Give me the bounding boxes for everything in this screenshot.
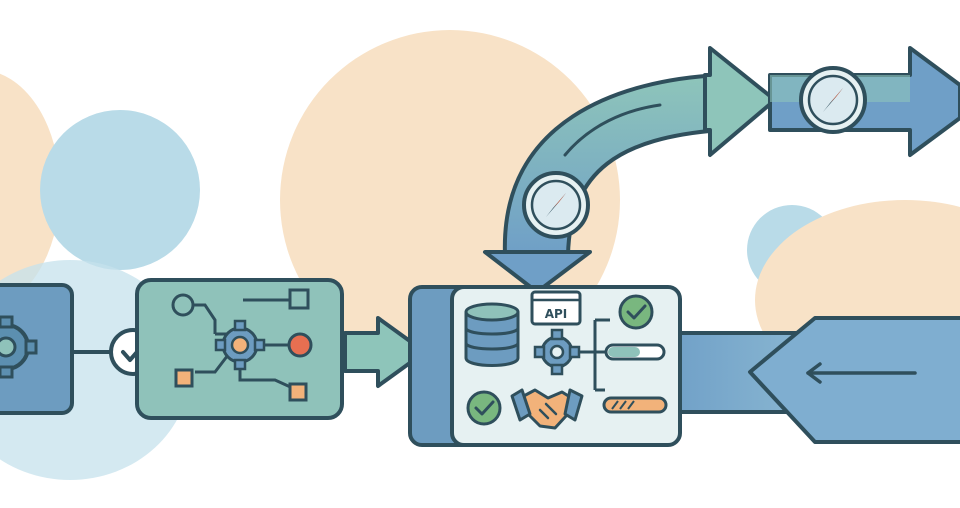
arrow-right-top-1 xyxy=(703,46,777,157)
node-square-orange-icon-2 xyxy=(288,382,308,402)
progress-bar-icon xyxy=(602,396,668,414)
compass-icon xyxy=(522,171,590,239)
left-gear-panel xyxy=(0,283,74,415)
handshake-icon xyxy=(510,388,584,430)
node-square-icon xyxy=(288,288,310,310)
check-circle-icon xyxy=(466,390,502,426)
database-icon xyxy=(464,302,520,367)
node-dot-red-icon xyxy=(287,332,313,358)
integration-hub-panel: API xyxy=(408,285,682,447)
arrow-right-into-hub xyxy=(343,316,427,388)
api-window-icon: API xyxy=(530,290,582,326)
workflow-panel xyxy=(135,278,344,420)
arrow-left-incoming xyxy=(663,316,960,444)
gear-icon xyxy=(533,328,581,376)
gear-icon xyxy=(214,319,266,371)
api-label: API xyxy=(545,307,568,321)
node-square-orange-icon xyxy=(174,368,194,388)
blob-peach-left xyxy=(0,73,60,307)
node-circle-icon xyxy=(171,293,195,317)
compass-icon xyxy=(799,66,867,134)
gear-icon xyxy=(0,315,38,379)
progress-bar-icon xyxy=(604,343,666,361)
blob-blue-left xyxy=(40,110,200,270)
check-circle-icon xyxy=(618,294,654,330)
